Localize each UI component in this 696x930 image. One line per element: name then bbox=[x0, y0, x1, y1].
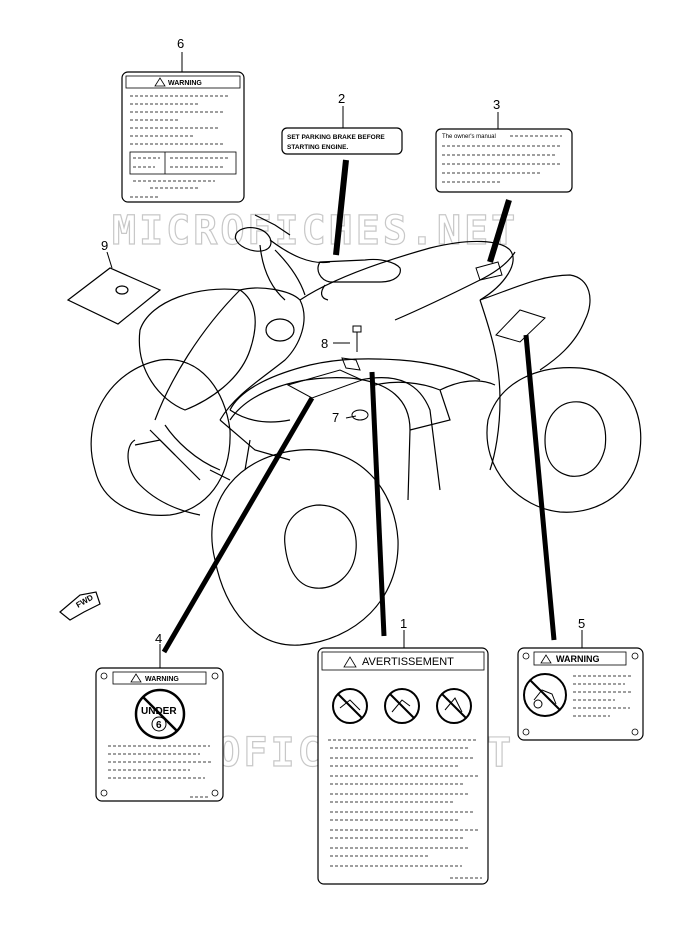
part-8-bolt bbox=[352, 325, 362, 352]
badge-num: 6 bbox=[156, 720, 162, 731]
label-4-title: WARNING bbox=[145, 676, 179, 683]
ref-numbers: 6 2 3 9 8 7 1 5 4 bbox=[101, 36, 585, 646]
label-6-title: WARNING bbox=[168, 80, 202, 87]
ref-7: 7 bbox=[332, 410, 339, 425]
label-4-warning-under6: WARNING UNDER 6 bbox=[95, 667, 224, 802]
ref-6: 6 bbox=[177, 36, 184, 51]
no-passenger-icon bbox=[523, 673, 567, 717]
atv-outline bbox=[90, 214, 642, 646]
label-2-line1: SET PARKING BRAKE BEFORE bbox=[287, 134, 385, 141]
ref-5: 5 bbox=[578, 616, 585, 631]
fwd-arrow: FWD bbox=[59, 591, 101, 621]
ref-8: 8 bbox=[321, 336, 328, 351]
label-2-parking-brake: SET PARKING BRAKE BEFORE STARTING ENGINE… bbox=[281, 127, 403, 155]
label-1-title: AVERTISSEMENT bbox=[362, 656, 454, 668]
watermark-top: MICROFICHES.NET bbox=[112, 208, 518, 254]
label-2-line2: STARTING ENGINE. bbox=[287, 144, 348, 151]
label-3-text: The owner's manual bbox=[442, 134, 496, 140]
ref-3: 3 bbox=[493, 97, 500, 112]
part-9-sheet bbox=[66, 267, 162, 325]
ref-2: 2 bbox=[338, 91, 345, 106]
ref-4: 4 bbox=[155, 631, 162, 646]
label-5-title: WARNING bbox=[556, 654, 600, 664]
part-7-washer bbox=[351, 409, 369, 421]
ref-1: 1 bbox=[400, 616, 407, 631]
atv-label-spots bbox=[286, 261, 546, 399]
leader-lines bbox=[106, 52, 583, 668]
label-1-avertissement: AVERTISSEMENT bbox=[317, 647, 489, 885]
label-5-warning: WARNING bbox=[517, 647, 644, 741]
under6-badge-icon: UNDER 6 bbox=[134, 688, 186, 740]
ref-9: 9 bbox=[101, 238, 108, 253]
label-3-owners-manual: The owner's manual bbox=[435, 128, 573, 193]
label-6-warning: WARNING bbox=[121, 71, 245, 203]
